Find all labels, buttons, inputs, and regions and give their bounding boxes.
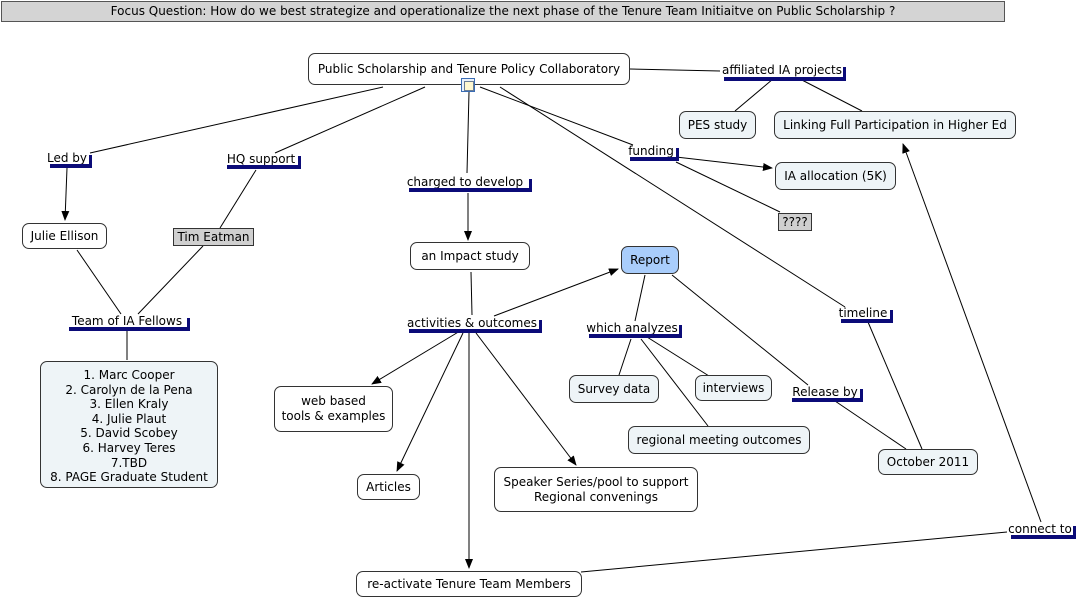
concept-pes-study[interactable]: PES study [679, 111, 756, 139]
phrase-underline [630, 157, 679, 161]
concept-reactivate-tenure-team[interactable]: re-activate Tenure Team Members [356, 571, 582, 597]
concept-articles[interactable]: Articles [357, 474, 420, 500]
concept-web-tools-line2: tools & examples [281, 409, 386, 423]
phrase-underline [227, 165, 301, 169]
phrase-underline-tick [539, 320, 542, 333]
concept-web-tools-line1: web based [301, 394, 366, 408]
phrase-led-by[interactable]: Led by [46, 151, 88, 165]
team-member: 5. David Scobey [80, 426, 178, 441]
phrase-team-of-ia-fellows[interactable]: Team of IA Fellows [71, 314, 183, 328]
team-member: 2. Carolyn de la Pena [65, 382, 193, 397]
concept-ia-allocation[interactable]: IA allocation (5K) [775, 162, 896, 190]
team-member: 6. Harvey Teres [82, 440, 176, 455]
concept-tim-eatman[interactable]: Tim Eatman [173, 228, 254, 246]
phrase-underline-tick [298, 156, 301, 169]
phrase-underline-tick [843, 67, 846, 81]
phrase-underline [50, 164, 92, 168]
phrase-underline [589, 334, 682, 338]
phrase-underline [409, 329, 542, 333]
phrase-underline-tick [860, 389, 863, 402]
phrase-underline-tick [890, 310, 893, 323]
concept-interviews[interactable]: interviews [695, 375, 772, 401]
concept-team-members-list[interactable]: 1. Marc Cooper 2. Carolyn de la Pena 3. … [40, 361, 218, 488]
phrase-underline [69, 327, 190, 331]
team-member: 8. PAGE Graduate Student [50, 470, 208, 485]
concept-web-tools[interactable]: web based tools & examples [274, 386, 393, 432]
phrase-release-by[interactable]: Release by [792, 385, 858, 399]
phrase-underline [841, 319, 893, 323]
concept-october-2011[interactable]: October 2011 [878, 449, 978, 475]
team-member: 1. Marc Cooper [83, 368, 175, 382]
concept-report[interactable]: Report [621, 246, 679, 274]
phrase-funding[interactable]: funding [628, 144, 674, 158]
phrase-underline-tick [679, 325, 682, 338]
focus-question: Focus Question: How do we best strategiz… [1, 1, 1005, 22]
phrase-underline [409, 188, 532, 192]
phrase-underline [1011, 535, 1076, 539]
concept-julie-ellison[interactable]: Julie Ellison [22, 223, 107, 249]
phrase-hq-support[interactable]: HQ support [226, 152, 296, 166]
concept-linking-full-participation[interactable]: Linking Full Participation in Higher Ed [774, 111, 1016, 139]
concept-speaker-series-line1: Speaker Series/pool to support [503, 474, 689, 489]
phrase-underline-tick [676, 148, 679, 161]
concept-impact-study[interactable]: an Impact study [410, 242, 530, 270]
phrase-affiliated-ia-projects[interactable]: affiliated IA projects [722, 63, 842, 77]
concept-regional-meeting-outcomes[interactable]: regional meeting outcomes [628, 426, 810, 454]
concept-survey-data[interactable]: Survey data [569, 375, 659, 403]
team-member: 4. Julie Plaut [91, 411, 167, 426]
phrase-underline [792, 398, 863, 402]
phrase-activities-outcomes[interactable]: activities & outcomes [406, 316, 538, 330]
concept-speaker-series-line2: Regional convenings [533, 489, 659, 504]
phrase-underline-tick [529, 179, 532, 192]
phrase-underline [724, 77, 846, 81]
phrase-underline-tick [1073, 526, 1076, 539]
team-member: 3. Ellen Kraly [89, 397, 169, 412]
phrase-connect-to[interactable]: connect to [1008, 522, 1072, 536]
team-member: 7.TBD [110, 455, 148, 470]
phrase-underline-tick [89, 155, 92, 168]
concept-main-label: Public Scholarship and Tenure Policy Col… [317, 61, 621, 76]
phrase-timeline[interactable]: timeline [838, 306, 888, 320]
phrase-charged-to-develop[interactable]: charged to develop [406, 175, 524, 189]
concept-unknown[interactable]: ???? [778, 213, 812, 231]
document-icon[interactable] [461, 78, 475, 92]
phrase-underline-tick [187, 318, 190, 331]
concept-speaker-series[interactable]: Speaker Series/pool to support Regional … [494, 467, 698, 512]
phrase-which-analyzes[interactable]: which analyzes [586, 321, 678, 335]
